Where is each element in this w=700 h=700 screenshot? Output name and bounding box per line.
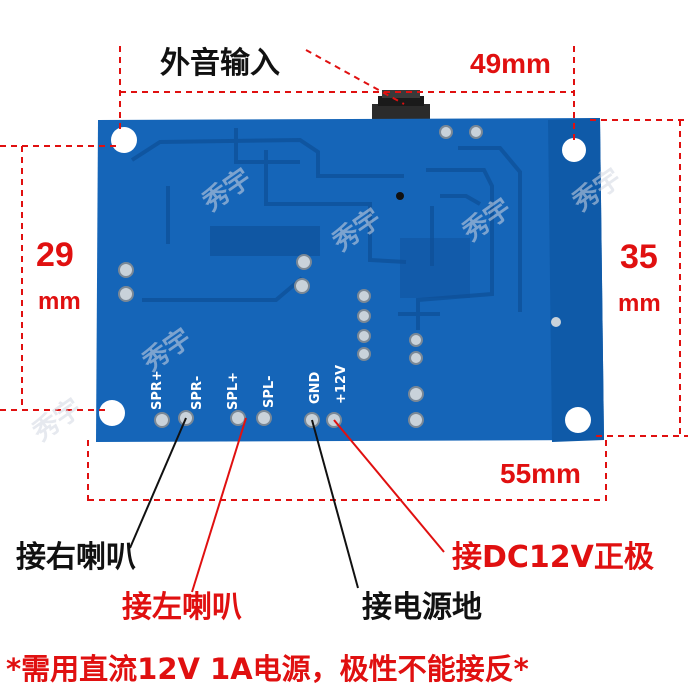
silk-12v: +12V	[334, 364, 349, 404]
silk-spr-minus: SPR-	[190, 375, 205, 410]
bottom-width-label: 55mm	[500, 458, 581, 489]
pointer-lines	[191, 417, 445, 593]
warning-text: *需用直流12V 1A电源，极性不能接反*	[6, 652, 529, 686]
right-height-value: 35	[620, 238, 658, 276]
dimension-lines	[0, 46, 688, 504]
dc12v-positive-label: 接DC12V正极	[452, 540, 654, 575]
power-ground-label: 接电源地	[362, 590, 482, 625]
silk-spl-minus: SPL-	[262, 375, 277, 408]
left-height-unit: mm	[38, 288, 81, 315]
silk-spl-plus: SPL+	[226, 371, 241, 410]
top-width-label: 49mm	[470, 48, 551, 79]
ext-audio-in-label: 外音输入	[160, 46, 280, 81]
mount-hole-bl	[99, 400, 125, 426]
silk-gnd: GND	[308, 371, 323, 404]
mount-hole-br	[565, 407, 591, 433]
left-height-value: 29	[36, 236, 74, 274]
right-speaker-label: 接右喇叭	[16, 540, 136, 575]
mount-hole-tl	[111, 127, 137, 153]
left-speaker-label: 接左喇叭	[122, 590, 242, 625]
pcb-board	[96, 118, 604, 442]
silk-spr-plus: SPR+	[150, 370, 165, 410]
right-height-unit: mm	[618, 290, 661, 317]
mount-hole-tr	[562, 138, 586, 162]
